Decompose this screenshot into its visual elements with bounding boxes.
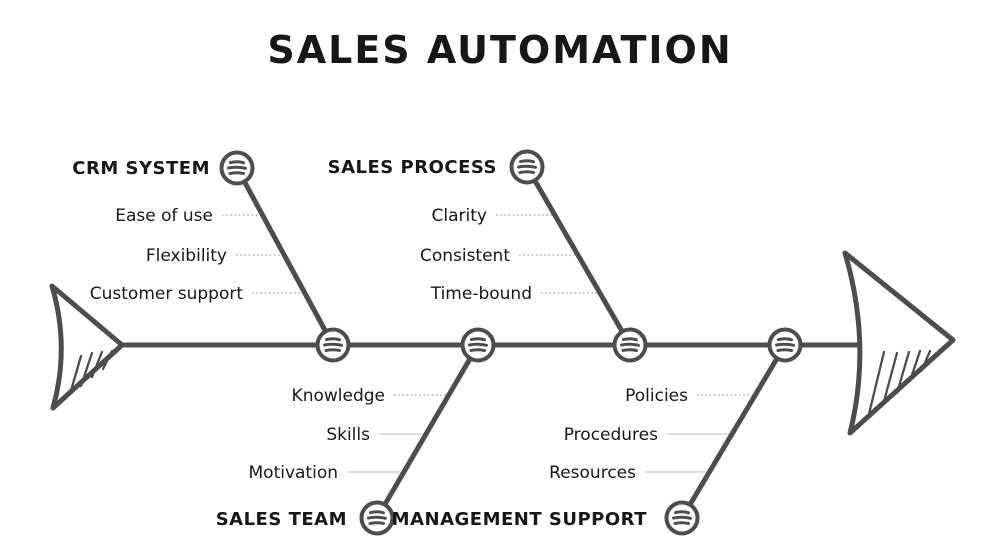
- diagram-title: SALES AUTOMATION: [267, 28, 732, 72]
- category-node-icon-sales-team: [359, 500, 395, 536]
- item-label-motivation: Motivation: [249, 463, 339, 483]
- category-node-icon-management-support: [664, 500, 700, 536]
- junction-node-icon: [612, 327, 648, 363]
- junction-node-icon: [460, 327, 496, 363]
- item-label-procedures: Procedures: [564, 425, 658, 445]
- item-label-time-bound: Time-bound: [430, 284, 532, 304]
- item-label-ease-of-use: Ease of use: [115, 206, 213, 226]
- branch-sales-team: [374, 342, 481, 521]
- branch-management-support: [679, 342, 788, 521]
- category-label-management-support: MANAGEMENT SUPPORT: [392, 509, 648, 530]
- tail-hatching: [68, 349, 114, 396]
- item-label-resources: Resources: [549, 463, 636, 483]
- item-label-consistent: Consistent: [420, 246, 510, 266]
- branch-sales-process: [524, 164, 633, 348]
- head-arrow: [842, 250, 956, 436]
- junction-node-icon: [767, 327, 803, 363]
- item-label-clarity: Clarity: [432, 206, 487, 226]
- junction-node-icon: [315, 327, 351, 363]
- category-node-icon-sales-process: [509, 149, 545, 185]
- tail-arrow: [49, 283, 125, 411]
- item-label-policies: Policies: [625, 386, 688, 406]
- head-hatching: [866, 349, 932, 420]
- item-label-customer-support: Customer support: [90, 284, 244, 304]
- category-node-icon-crm-system: [219, 150, 255, 186]
- branch-crm-system: [234, 165, 336, 348]
- item-label-skills: Skills: [326, 425, 370, 445]
- category-label-sales-team: SALES TEAM: [216, 509, 347, 530]
- item-label-flexibility: Flexibility: [146, 246, 227, 266]
- category-label-crm-system: CRM SYSTEM: [72, 158, 210, 179]
- item-label-knowledge: Knowledge: [292, 386, 385, 406]
- category-label-sales-process: SALES PROCESS: [328, 157, 497, 178]
